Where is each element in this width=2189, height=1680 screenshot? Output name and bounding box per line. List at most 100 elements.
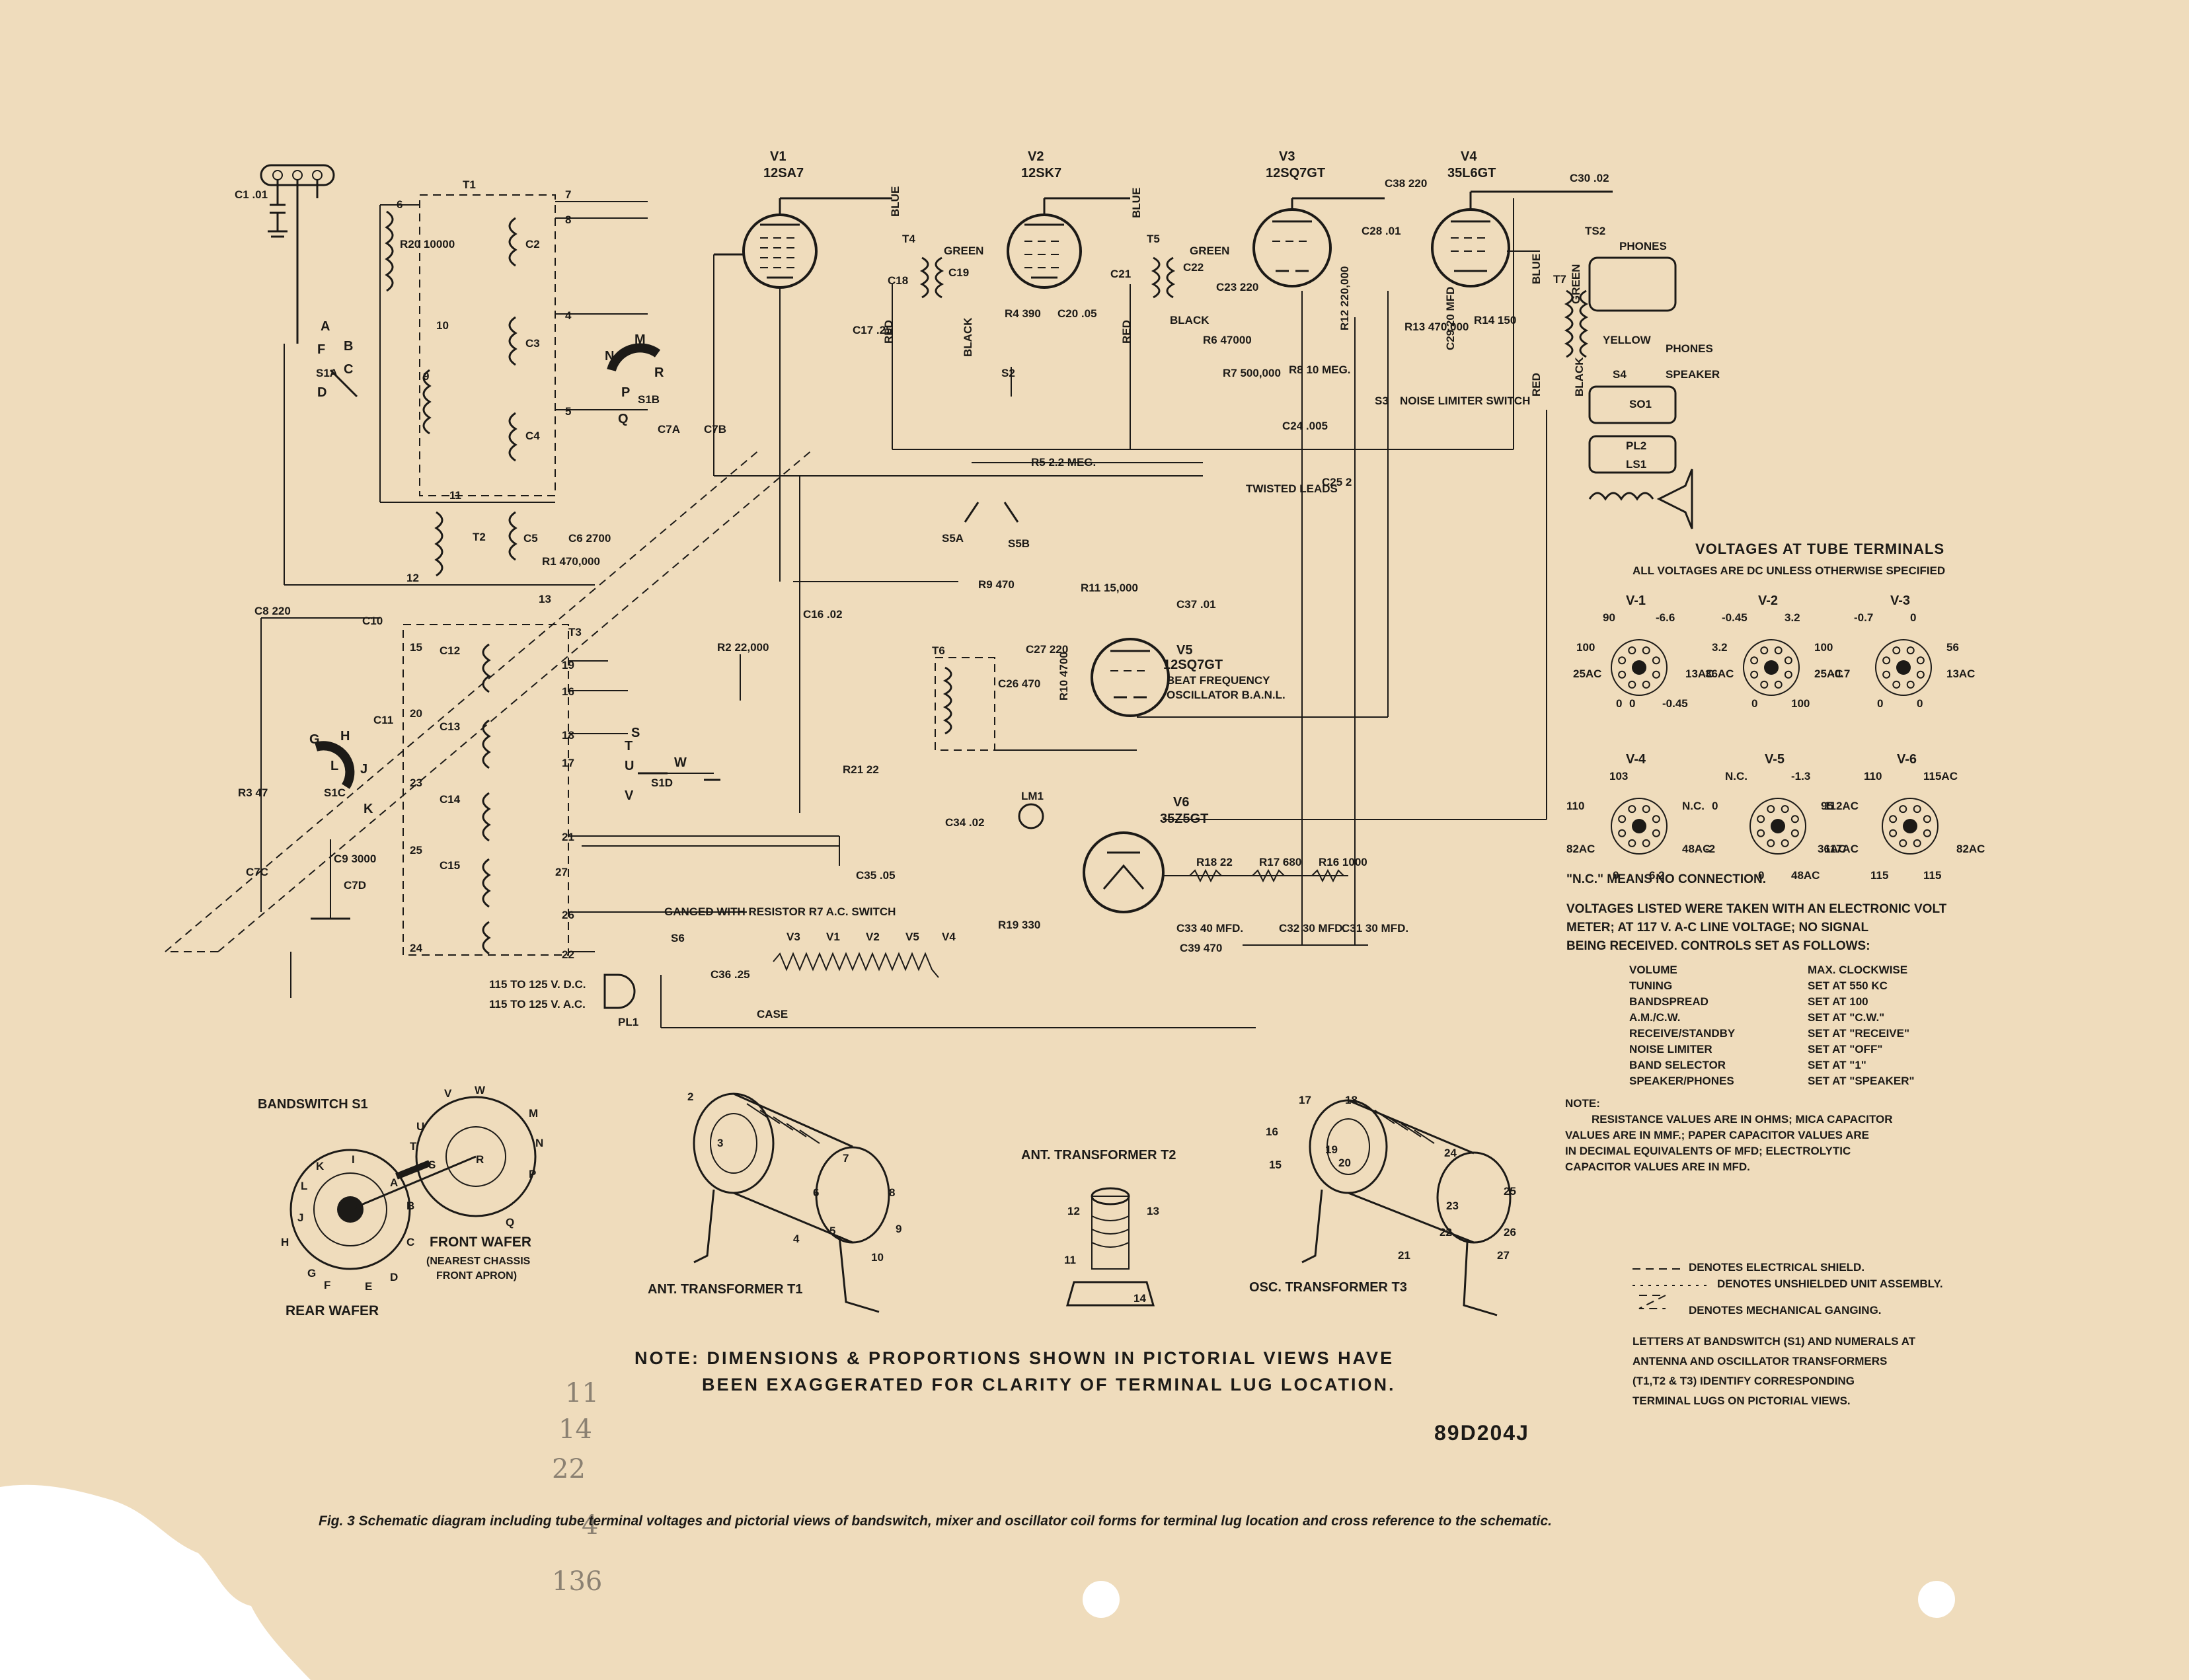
- t1-lug-4: 4: [565, 309, 572, 322]
- c7d-label: C7D: [344, 879, 366, 892]
- socket-voltage: N.C.: [1725, 770, 1747, 783]
- t3p-15: 15: [1269, 1159, 1282, 1171]
- t2-lug-11: 11: [449, 489, 461, 502]
- c28-label: C28 .01: [1362, 225, 1401, 237]
- socket-voltage: -1.3: [1791, 770, 1810, 783]
- socket-voltage: 56: [1946, 641, 1959, 654]
- c5-label: C5: [523, 532, 538, 545]
- c39-label: C39 470: [1180, 942, 1222, 954]
- bandswitch-lug-j: J: [297, 1211, 303, 1224]
- t4-green: GREEN: [944, 245, 983, 257]
- t3-lug-22: 22: [562, 948, 574, 961]
- t1p-9: 9: [896, 1223, 902, 1235]
- bandswitch-lug-g: G: [307, 1267, 316, 1279]
- sw-r: R: [654, 365, 664, 380]
- ganged-note: GANGED WITH RESISTOR R7 A.C. SWITCH: [664, 905, 896, 918]
- tube-v5: V5 12SQ7GT BEAT FREQUENCY OSCILLATOR B.A…: [932, 638, 1388, 751]
- socket-voltage: 90: [1603, 611, 1615, 624]
- r12-label: R12 220,000: [1338, 266, 1351, 330]
- t3p-23: 23: [1446, 1200, 1459, 1212]
- socket-voltage: 0: [1712, 800, 1718, 812]
- s1a-label: S1A: [316, 367, 338, 379]
- bandswitch-lug-r: R: [476, 1153, 484, 1166]
- legend-letters: LETTERS AT BANDSWITCH (S1) AND NUMERALS …: [1632, 1335, 1915, 1408]
- sw-c: C: [344, 362, 353, 377]
- t3-lug-20: 20: [410, 707, 422, 720]
- t3p-26: 26: [1504, 1226, 1516, 1239]
- c25-label: C25 2: [1322, 476, 1352, 488]
- control-name: NOISE LIMITER: [1629, 1043, 1712, 1055]
- handwriting-1: 11: [565, 1378, 599, 1408]
- socket-name: V-6: [1897, 752, 1917, 767]
- socket-voltage: 48AC: [1791, 869, 1820, 882]
- control-name: A.M./C.W.: [1629, 1011, 1681, 1024]
- c20-label: C20 .05: [1057, 307, 1097, 320]
- t3p-27: 27: [1497, 1249, 1510, 1262]
- socket-name: V-2: [1758, 593, 1778, 608]
- sw-h: H: [340, 729, 350, 744]
- twisted-leads: TWISTED LEADS: [1246, 482, 1338, 495]
- measured-line-3: BEING RECEIVED. CONTROLS SET AS FOLLOWS:: [1566, 939, 1870, 953]
- nc-note: "N.C." MEANS NO CONNECTION.: [1566, 872, 1766, 886]
- control-name: VOLUME: [1629, 964, 1677, 976]
- socket-voltage: 48AC: [1682, 843, 1710, 855]
- sw-u: U: [625, 759, 634, 773]
- control-setting: SET AT 550 KC: [1808, 979, 1888, 992]
- legend-letters-3: (T1,T2 & T3) IDENTIFY CORRESPONDING: [1632, 1375, 1855, 1387]
- c27-label: C27 220: [1026, 643, 1068, 656]
- c36-label: C36 .25: [710, 968, 750, 981]
- t1-lug-8: 8: [565, 213, 571, 226]
- t1p-8: 8: [889, 1186, 895, 1199]
- t5-blue: BLUE: [1130, 188, 1143, 218]
- t7-red: RED: [1530, 373, 1543, 397]
- r9-label: R9 470: [978, 578, 1015, 591]
- t5-black: BLACK: [1170, 314, 1210, 326]
- if-transformer-t5: T5 C21 BLUE RED GREEN BLACK C22 C23 220: [1110, 188, 1258, 344]
- control-name: SPEAKER/PHONES: [1629, 1075, 1734, 1087]
- c2-label: C2: [525, 238, 540, 250]
- v3-ref: V3: [1279, 149, 1295, 164]
- punch-hole: [1918, 1581, 1955, 1618]
- socket-voltage: 0: [1917, 697, 1923, 710]
- r13-label: R13 470,000: [1404, 321, 1469, 333]
- socket-voltage: 115AC: [1923, 770, 1958, 783]
- socket-voltage: 117AC: [1824, 843, 1859, 855]
- c24-label: C24 .005: [1282, 420, 1328, 432]
- ac-line-label: 115 TO 125 V. A.C.: [489, 998, 586, 1011]
- t1-label: T1: [463, 178, 476, 191]
- heater-v1: V1: [826, 931, 840, 943]
- c3-label: C3: [525, 337, 540, 350]
- front-wafer-sub2: FRONT APRON): [436, 1270, 518, 1281]
- t7-green: GREEN: [1570, 264, 1582, 304]
- sw-b: B: [344, 339, 353, 354]
- t7-blue: BLUE: [1530, 254, 1543, 284]
- rear-wafer-label: REAR WAFER: [286, 1303, 379, 1318]
- t1p-4: 4: [793, 1233, 800, 1245]
- v5-type: 12SQ7GT: [1163, 658, 1223, 672]
- handwriting-5: 136: [552, 1566, 603, 1597]
- v2-type: 12SK7: [1021, 166, 1061, 180]
- socket-voltage: 100: [1576, 641, 1595, 654]
- r14-label: R14 150: [1474, 314, 1516, 326]
- control-row: A.M./C.W.SET AT "C.W.": [1629, 1011, 1915, 1027]
- c6-label: C6 2700: [568, 532, 611, 545]
- t7-yellow: YELLOW: [1603, 334, 1652, 346]
- c30-label: C30 .02: [1570, 172, 1609, 184]
- bandswitch-lug-l: L: [301, 1180, 307, 1192]
- socket-voltage: -0.45: [1722, 611, 1747, 624]
- v2-ref: V2: [1028, 149, 1044, 164]
- socket-voltage: 13AC: [1685, 668, 1714, 680]
- t3-lug-25: 25: [410, 844, 422, 857]
- noise-limiter-switch: NOISE LIMITER SWITCH: [1400, 395, 1530, 407]
- c14-label: C14: [440, 793, 461, 806]
- phones-label: PHONES: [1619, 240, 1667, 252]
- case-label: CASE: [757, 1008, 788, 1020]
- control-name: RECEIVE/STANDBY: [1629, 1027, 1736, 1040]
- c22-label: C22: [1183, 261, 1204, 274]
